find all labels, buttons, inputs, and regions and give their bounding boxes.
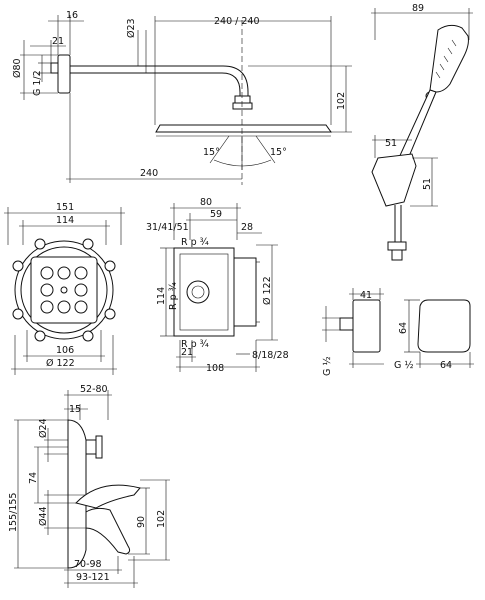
mount-lugs bbox=[12, 238, 116, 342]
dim-outlet-width: 64 bbox=[440, 360, 452, 371]
thread-top: R p ¾ bbox=[181, 237, 209, 248]
dim-pipe-dia: Ø23 bbox=[126, 18, 137, 38]
dim-mixer-bottom1: 70-98 bbox=[74, 559, 102, 570]
dim-holder-offset: 51 bbox=[385, 138, 397, 149]
ports-grid bbox=[40, 266, 88, 314]
hand-shower-view: 89 51 51 bbox=[371, 3, 473, 261]
dim-mixer-middle: 74 bbox=[28, 472, 39, 484]
dim-outlet-depth: 41 bbox=[360, 290, 372, 301]
dim-holder-height: 51 bbox=[422, 178, 433, 190]
dim-mixer-offset: 15 bbox=[69, 404, 81, 415]
dim-mixer-bottom2: 93-121 bbox=[76, 572, 110, 583]
dim-mixer-total: 102 bbox=[156, 510, 167, 528]
concealed-side-view: 80 59 31/41/51 28 R p ¾ R p ¾ R p ¾ 114 … bbox=[146, 197, 289, 374]
thread-bottom: R p ¾ bbox=[181, 339, 209, 350]
dim-side-variants: 8/18/28 bbox=[252, 350, 289, 361]
dim-mixer-dia-top: Ø24 bbox=[38, 418, 49, 438]
dim-side-offsets: 31/41/51 bbox=[146, 222, 189, 233]
dim-top-width: 16 bbox=[66, 10, 78, 21]
dim-top-outer: 151 bbox=[56, 202, 74, 213]
dim-mixer-spout: 90 bbox=[136, 516, 147, 528]
dim-side-total: 108 bbox=[206, 363, 224, 374]
dim-hand-width: 89 bbox=[412, 3, 424, 14]
dim-projection: 240 bbox=[140, 168, 158, 179]
shower-head-view: 16 21 Ø80 G 1/2 Ø23 240 / 240 102 15° 15… bbox=[12, 10, 352, 185]
dim-side-width: 80 bbox=[200, 197, 212, 208]
dim-side-dia: Ø 122 bbox=[262, 276, 273, 305]
dim-side-base: 21 bbox=[181, 347, 193, 358]
dim-bottom-inner: 106 bbox=[56, 345, 74, 356]
dim-angle-left: 15° bbox=[203, 147, 220, 158]
dim-flange-depth: 21 bbox=[52, 36, 64, 47]
dim-flange-dia: Ø80 bbox=[12, 58, 23, 78]
dim-outlet-thread: G ½ bbox=[322, 356, 333, 376]
dim-arm-length: 240 / 240 bbox=[214, 16, 260, 27]
dim-top-inner: 114 bbox=[56, 215, 74, 226]
dim-outlet-thread-bottom: G ½ bbox=[394, 360, 414, 371]
thread-mid: R p ¾ bbox=[168, 282, 179, 310]
dim-side-height: 114 bbox=[156, 287, 167, 305]
dim-height: 102 bbox=[336, 92, 347, 110]
dim-side-inner: 59 bbox=[210, 209, 222, 220]
concealed-top-view: 151 114 106 Ø 122 bbox=[4, 202, 125, 375]
dim-side-depth: 28 bbox=[241, 222, 253, 233]
dim-thread: G 1/2 bbox=[32, 70, 43, 96]
dim-mixer-range: 52-80 bbox=[80, 384, 108, 395]
dim-outlet-height: 64 bbox=[398, 322, 409, 334]
mixer-view: 52-80 15 Ø24 155/155 74 Ø44 bbox=[8, 384, 170, 588]
dim-mixer-dia-bottom: Ø44 bbox=[38, 506, 49, 526]
outlet-view: 41 G ½ G ½ 64 64 bbox=[322, 288, 474, 376]
dim-mixer-height: 155/155 bbox=[8, 493, 19, 532]
dim-bottom-dia: Ø 122 bbox=[46, 358, 75, 369]
dim-angle-right: 15° bbox=[270, 147, 287, 158]
